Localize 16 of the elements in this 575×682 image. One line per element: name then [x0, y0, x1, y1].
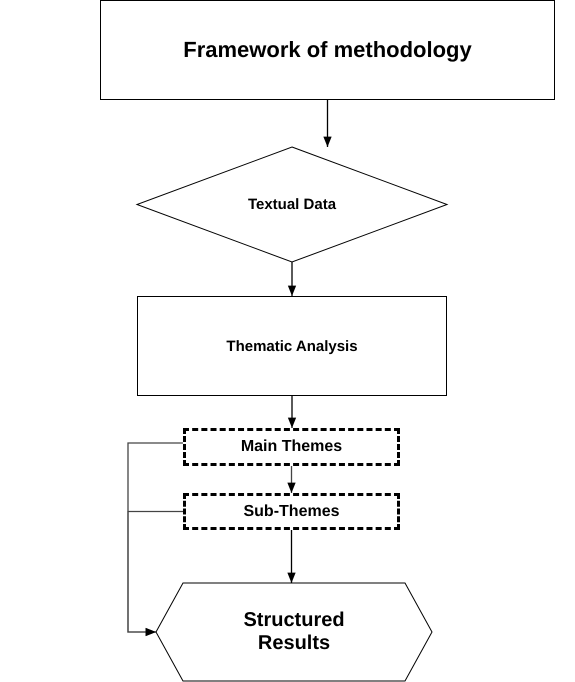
arrow: [287, 530, 296, 583]
node-label: Main Themes: [240, 438, 342, 456]
node-label: Structured Results: [242, 609, 346, 655]
node-label: Framework of methodology: [183, 37, 472, 63]
dashed-box: [183, 493, 400, 530]
arrow: [287, 466, 296, 493]
arrow: [288, 262, 296, 296]
arrow: [323, 100, 332, 147]
title-box: [100, 0, 555, 100]
node-label: Sub-Themes: [243, 502, 340, 520]
dashed-box: [183, 428, 400, 466]
node-label: Textual Data: [248, 196, 336, 213]
process-box: [137, 296, 447, 396]
arrow: [288, 396, 296, 428]
node-label: Thematic Analysis: [226, 338, 358, 354]
arrow: [127, 510, 183, 636]
